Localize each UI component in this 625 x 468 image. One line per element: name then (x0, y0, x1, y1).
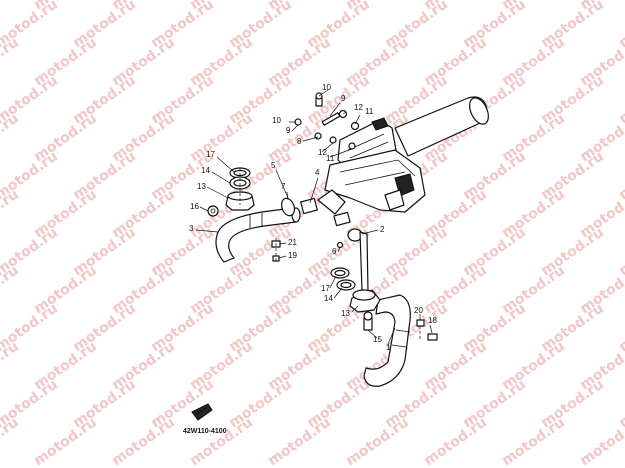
callout-19: 19 (288, 251, 297, 260)
callout-14-left: 14 (201, 166, 210, 175)
gasket-stack-right (330, 267, 381, 313)
callout-17-left: 17 (206, 150, 215, 159)
callout-12-top: 12 (354, 103, 363, 112)
watermark-text: motod.ru (31, 414, 100, 468)
watermark-text: motod.ru (109, 414, 178, 468)
gasket-stack-left (225, 167, 255, 211)
callout-3: 3 (189, 224, 194, 233)
bolt-15 (363, 311, 373, 331)
watermark-text: motod.ru (0, 414, 22, 468)
bolts-20-18 (416, 319, 438, 341)
callout-14-right: 14 (324, 294, 333, 303)
watermark-text: motod.ru (0, 338, 22, 393)
callout-18: 18 (428, 316, 437, 325)
watermark-text: motod.ru (0, 34, 22, 89)
watermark-text: motod.ru (0, 110, 22, 165)
bolt-16 (207, 205, 219, 217)
callout-10-left: 10 (272, 116, 281, 125)
callout-6: 6 (332, 247, 337, 256)
diagram-code: 42W110-4100 (183, 428, 227, 435)
callout-5: 5 (271, 161, 276, 170)
callout-13-left: 13 (197, 182, 206, 191)
callout-2: 2 (380, 225, 385, 234)
callout-1: 1 (386, 343, 391, 352)
callout-20: 20 (414, 306, 423, 315)
callout-17-right: 17 (321, 284, 330, 293)
callout-11-mid: 11 (326, 154, 335, 163)
leader-lines (195, 89, 433, 345)
clamp-left (280, 197, 363, 249)
callout-4: 4 (315, 168, 320, 177)
muffler-assembly (317, 96, 489, 215)
watermark-text: motod.ru (265, 414, 334, 468)
callout-16: 16 (190, 202, 199, 211)
watermark-text: motod.ru (499, 414, 568, 468)
hardware-top (294, 92, 360, 150)
front-arrow-icon (191, 403, 213, 421)
callout-7: 7 (281, 182, 286, 191)
callout-12-mid: 12 (318, 148, 327, 157)
bolts-21-19 (271, 238, 281, 262)
callout-8: 8 (297, 137, 302, 146)
callout-11-top: 11 (365, 107, 374, 116)
watermark-text: motod.ru (421, 414, 490, 468)
watermark-text: motod.ru (187, 414, 256, 468)
callout-21: 21 (288, 238, 297, 247)
watermark-text: motod.ru (0, 0, 22, 13)
callout-9-left: 9 (286, 126, 291, 135)
callout-9-top: 9 (341, 94, 346, 103)
callout-13-right: 13 (341, 309, 350, 318)
callouts: 10 9 12 11 10 9 8 12 11 4 7 5 17 14 13 1… (189, 83, 437, 352)
callout-15: 15 (373, 335, 382, 344)
callout-10-top: 10 (322, 83, 331, 92)
watermark-text: motod.ru (0, 186, 22, 241)
watermark-text: motod.ru (577, 414, 625, 468)
watermark-text: motod.ru (343, 414, 412, 468)
watermark-text: motod.ru (0, 262, 22, 317)
